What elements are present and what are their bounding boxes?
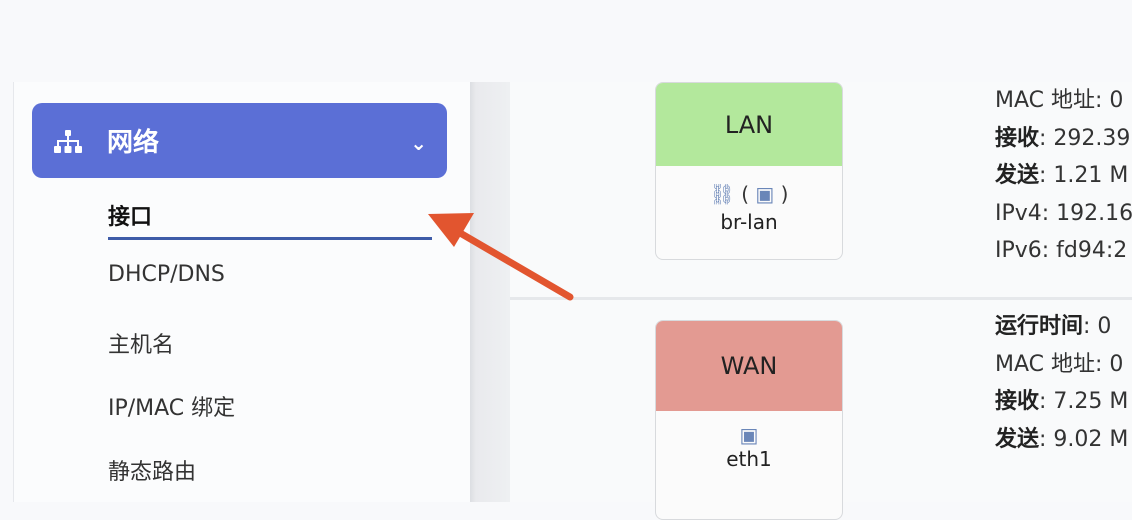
info-rx: 接收: 7.25 M — [995, 389, 1129, 414]
interface-info-wan: 运行时间: 0 MAC 地址: 0 接收: 7.25 M 发送: 9.02 M — [995, 308, 1132, 458]
sidebar-item-ip-mac-binding[interactable]: IP/MAC 绑定 — [108, 396, 236, 421]
sidebar: 网络 ⌄ 接口 DHCP/DNS 主机名 IP/MAC 绑定 静态路由 — [13, 82, 470, 502]
device-name: eth1 — [726, 447, 772, 471]
active-underline — [108, 237, 432, 240]
sidebar-item-hostname[interactable]: 主机名 — [108, 333, 175, 358]
device-name: br-lan — [720, 210, 778, 234]
info-tx: 发送: 9.02 M — [995, 426, 1129, 452]
ethernet-port-icon: ▣ — [739, 423, 759, 447]
bridge-icon: ⛓ — [709, 182, 735, 206]
divider — [510, 297, 1132, 300]
scrollbar-track[interactable] — [470, 82, 510, 502]
info-mac: MAC 地址: 0 — [995, 88, 1124, 113]
interface-card-wan[interactable]: WAN ▣ eth1 — [655, 320, 843, 520]
sidebar-item-static-routes[interactable]: 静态路由 — [108, 460, 197, 485]
menu-title: 网络 — [107, 128, 160, 158]
network-port-icons: ⛓ ( ▣ ) — [709, 182, 789, 206]
sidebar-item-dhcp-dns[interactable]: DHCP/DNS — [108, 262, 225, 287]
interface-card-lan[interactable]: LAN ⛓ ( ▣ ) br-lan — [655, 82, 843, 260]
info-uptime: 运行时间: 0 — [995, 314, 1112, 339]
menu-network[interactable]: 网络 ⌄ — [32, 103, 447, 178]
ethernet-port-icon: ▣ — [755, 182, 775, 206]
info-tx: 发送: 1.21 M — [995, 163, 1129, 188]
interface-name: WAN — [656, 321, 842, 411]
interface-info-lan: MAC 地址: 0 接收: 292.39 发送: 1.21 M IPv4: 19… — [995, 82, 1132, 270]
interface-name: LAN — [656, 83, 842, 166]
network-tree-icon — [54, 130, 82, 153]
interfaces-panel: LAN ⛓ ( ▣ ) br-lan MAC 地址: 0 接收: 292.39 … — [510, 82, 1132, 520]
sidebar-item-interfaces[interactable]: 接口 — [108, 205, 153, 230]
info-mac: MAC 地址: 0 — [995, 351, 1124, 377]
info-ipv6: IPv6: fd94:2 — [995, 238, 1128, 263]
info-rx: 接收: 292.39 — [995, 125, 1131, 151]
chevron-down-icon[interactable]: ⌄ — [410, 131, 427, 155]
info-ipv4: IPv4: 192.168 — [995, 200, 1132, 226]
